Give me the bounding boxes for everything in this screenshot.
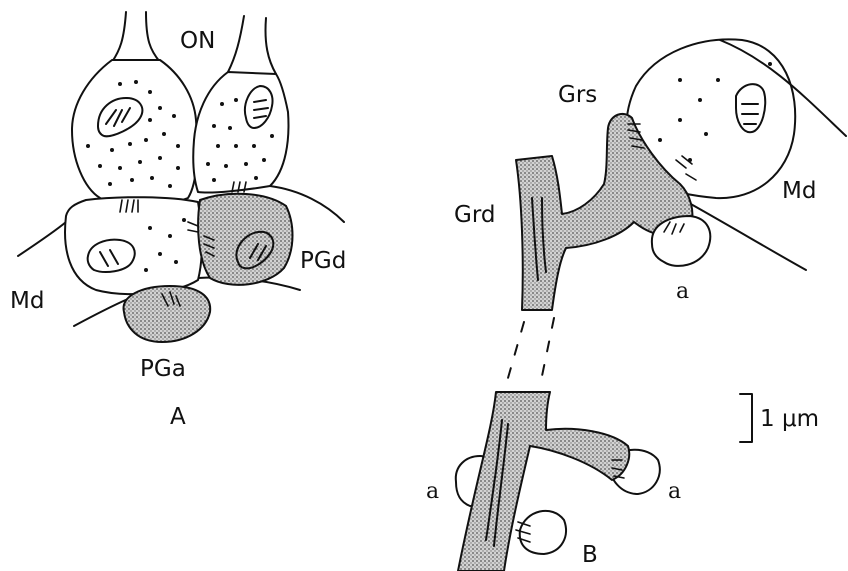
dendrite-gap-dashes (508, 318, 554, 378)
axon-a-top (652, 216, 710, 266)
on-label: ON (180, 28, 215, 54)
md-label-a: Md (10, 288, 44, 314)
md-label-b: Md (782, 178, 816, 204)
grs-label: Grs (558, 82, 597, 108)
pgd-label: PGd (300, 248, 346, 274)
a-label-top: a (676, 279, 689, 304)
grd-label: Grd (454, 202, 495, 228)
panel-b: 1 μm Grs Grd Md a a a B (426, 39, 846, 571)
md-profile-a (65, 197, 202, 294)
panel-a: ON Md PGd PGa A (10, 12, 346, 430)
pga-label: PGa (140, 356, 186, 382)
pga-profile (124, 286, 211, 342)
scale-bar (740, 394, 752, 442)
on-terminal-right (193, 72, 288, 193)
panel-b-letter: B (582, 542, 598, 568)
a-label-left: a (426, 479, 439, 504)
a-label-right: a (668, 479, 681, 504)
on-axon-left (112, 12, 160, 62)
on-axon-right (228, 16, 276, 74)
panel-a-letter: A (170, 404, 186, 430)
scale-bar-label: 1 μm (760, 406, 819, 432)
